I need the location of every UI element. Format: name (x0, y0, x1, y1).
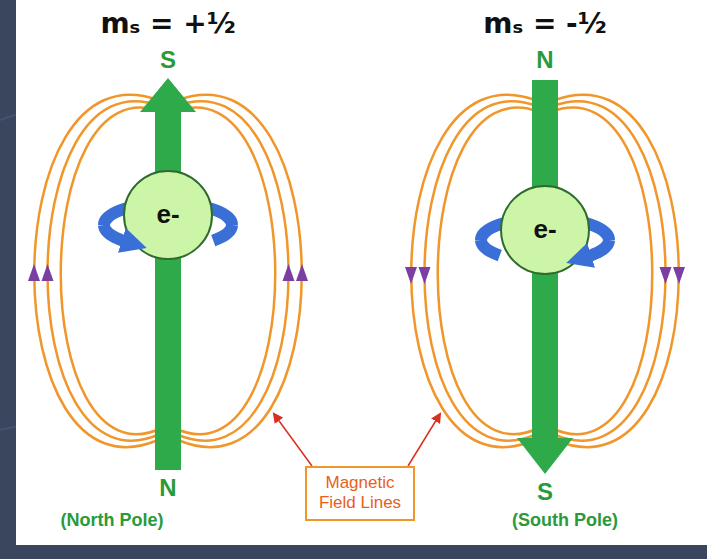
callout-box: Magnetic Field Lines (305, 466, 415, 521)
rotation-arrow (213, 225, 232, 241)
field-line (438, 108, 539, 435)
field-line (553, 101, 666, 440)
white-panel (16, 0, 707, 545)
electron-body (501, 186, 589, 274)
arrowhead-down (660, 267, 672, 284)
electron-symbol: e- (156, 199, 179, 230)
field-line (551, 108, 652, 435)
field-line (176, 101, 289, 440)
spin-axis-arrows (140, 78, 573, 474)
arrowhead-down (419, 267, 431, 284)
leader-line (408, 414, 440, 466)
electron-body (124, 171, 212, 259)
spin-quantum-number: mₛ = -½ (483, 8, 606, 40)
electron-symbol: e- (533, 214, 556, 245)
arrow-head (140, 78, 196, 112)
arrowhead-down (405, 267, 417, 284)
field-line (555, 95, 679, 447)
pole-letter: S (537, 478, 553, 506)
pole-letter: N (536, 46, 553, 74)
field-line (411, 95, 535, 447)
callout-text: Magnetic Field Lines (313, 473, 407, 514)
pole-letter: S (160, 46, 176, 74)
rotation-arrow (586, 240, 609, 257)
field-line (425, 101, 538, 440)
pole-name: (South Pole) (512, 510, 618, 531)
pole-name: (North Pole) (61, 510, 164, 531)
field-line (61, 108, 162, 435)
arrowhead-up (283, 264, 295, 281)
spin-quantum-number: mₛ = +½ (100, 8, 235, 40)
arrow-shaft (155, 108, 181, 470)
arrowhead-up (296, 264, 308, 281)
pole-letter: N (159, 474, 176, 502)
leader-line (274, 414, 312, 466)
field-line (178, 95, 302, 447)
rotation-arrow (481, 240, 500, 256)
field-line (174, 108, 275, 435)
field-line (34, 95, 158, 447)
leader-lines (274, 414, 440, 466)
electron-circle: e- (122, 169, 214, 261)
arrowhead-up (42, 264, 54, 281)
electron-circle: e- (499, 184, 591, 276)
field-line (48, 101, 161, 440)
field-direction-arrows (28, 264, 685, 284)
arrow-head (517, 438, 573, 474)
arrowhead-down (673, 267, 685, 284)
arrowhead-up (28, 264, 40, 281)
rotation-arrow (104, 225, 127, 242)
